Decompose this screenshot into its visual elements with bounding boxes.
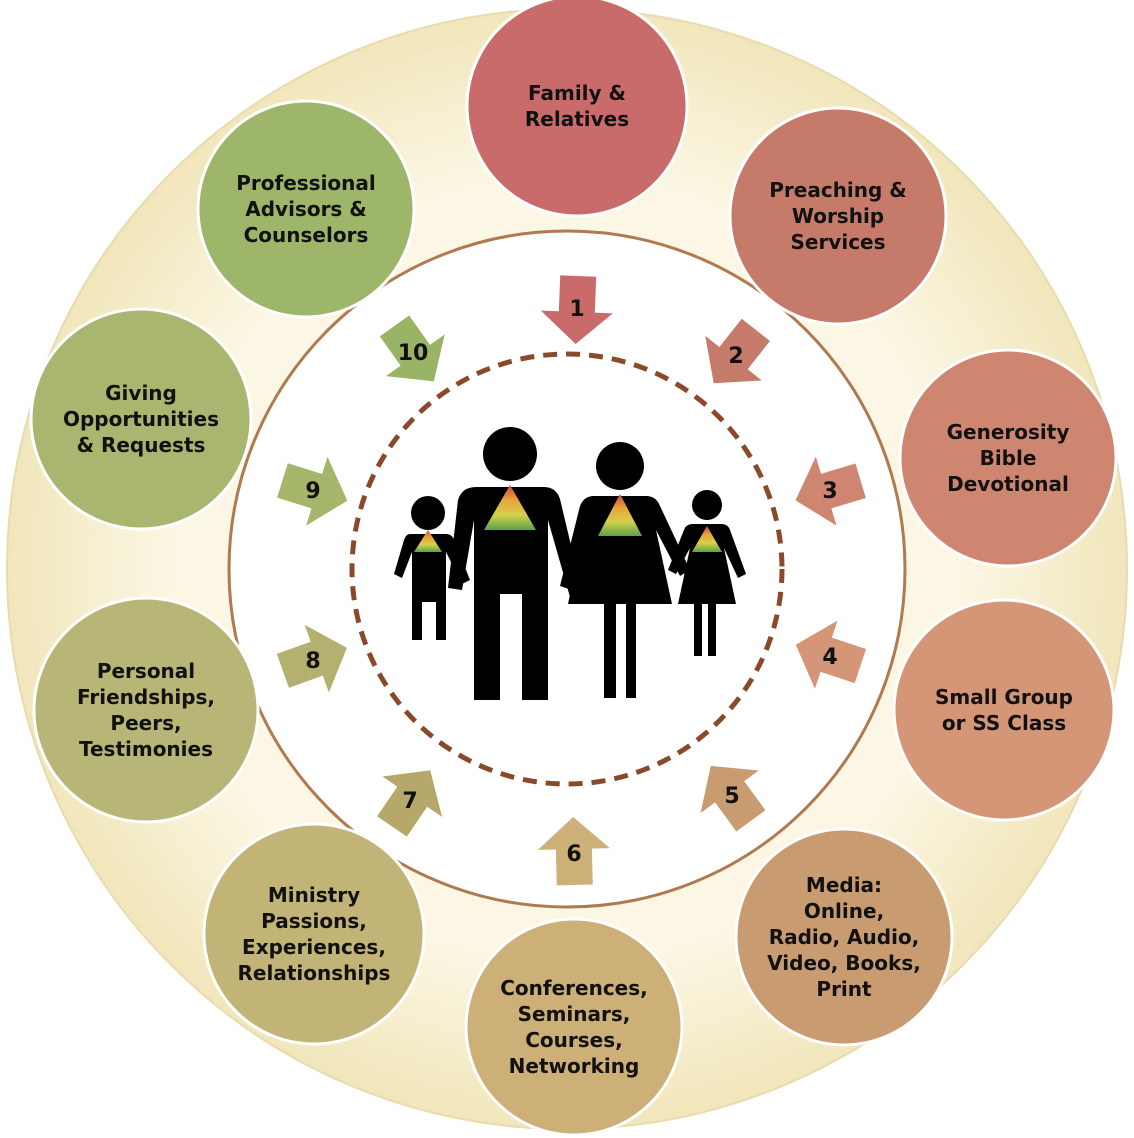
- arrow-shape: [537, 817, 610, 886]
- node-circle: [734, 827, 954, 1047]
- node-circle: [728, 106, 948, 326]
- arrow-number: 1: [569, 297, 584, 322]
- node-6: Conferences,Seminars,Courses,Networking: [464, 917, 684, 1137]
- node-label-line: Devotional: [947, 472, 1069, 496]
- node-circle: [898, 348, 1118, 568]
- arrow-shape: [377, 770, 443, 837]
- arrow-number: 7: [402, 789, 417, 814]
- node-label-line: Worship: [792, 204, 884, 228]
- node-circle: [32, 596, 260, 824]
- node-label-line: Video, Books,: [767, 951, 921, 975]
- arrow-7: 7: [377, 770, 443, 837]
- node-label-line: Seminars,: [518, 1002, 631, 1026]
- node-label-line: Personal: [97, 659, 195, 683]
- arrow-1: 1: [540, 275, 613, 344]
- node-circle: [196, 99, 416, 319]
- arrow-shape: [705, 318, 770, 384]
- node-label-line: Services: [790, 230, 885, 254]
- node-label-line: & Requests: [77, 433, 206, 457]
- arrow-shape: [276, 624, 347, 693]
- node-label-line: Networking: [509, 1054, 640, 1078]
- node-label-line: Experiences,: [242, 935, 386, 959]
- node-label-line: Preaching &: [769, 178, 907, 202]
- node-label-line: Giving: [105, 381, 177, 405]
- arrow-shape: [795, 620, 867, 689]
- girl-figure: [668, 490, 746, 656]
- arrow-8: 8: [276, 624, 347, 693]
- node-label-line: Professional: [236, 171, 376, 195]
- arrow-4: 4: [795, 620, 867, 689]
- arrow-shape: [379, 315, 445, 382]
- boy-figure: [394, 496, 470, 640]
- arrow-number: 5: [724, 784, 739, 809]
- node-label-line: Friendships,: [77, 685, 215, 709]
- node-label-line: Relationships: [238, 961, 391, 985]
- arrow-shape: [540, 275, 613, 344]
- influence-arrows: 1 2 3 4 5 6 7 8 9 10: [276, 275, 867, 886]
- arrow-shape: [277, 456, 348, 526]
- node-circle: [202, 822, 426, 1046]
- node-5: Media:Online,Radio, Audio,Video, Books,P…: [734, 827, 954, 1047]
- node-label-line: Relatives: [525, 107, 629, 131]
- node-circle: [892, 598, 1116, 822]
- arrow-6: 6: [537, 817, 610, 886]
- center-dashed-circle: [349, 351, 785, 787]
- node-label-line: Counselors: [244, 223, 369, 247]
- node-label-line: Family &: [528, 81, 626, 105]
- node-label-line: Peers,: [110, 711, 181, 735]
- arrow-3: 3: [795, 456, 866, 526]
- arrow-5: 5: [700, 765, 766, 832]
- node-label-line: Generosity: [947, 420, 1070, 444]
- node-label-line: Advisors &: [245, 197, 367, 221]
- arrow-number: 8: [305, 649, 320, 674]
- arrow-10: 10: [379, 315, 445, 382]
- node-label-line: or SS Class: [942, 711, 1066, 735]
- node-circle: [29, 307, 253, 531]
- node-label-line: Opportunities: [63, 407, 219, 431]
- arrow-number: 3: [822, 479, 837, 504]
- node-label-line: Testimonies: [79, 737, 213, 761]
- node-label-line: Conferences,: [500, 976, 648, 1000]
- node-circle: [465, 0, 689, 218]
- arrow-9: 9: [277, 456, 348, 526]
- arrow-shape: [795, 456, 866, 526]
- node-label-line: Print: [816, 977, 872, 1001]
- node-label-line: Ministry: [268, 883, 360, 907]
- node-label-line: Radio, Audio,: [769, 925, 920, 949]
- node-7: MinistryPassions,Experiences,Relationshi…: [202, 822, 426, 1046]
- node-1: Family &Relatives: [465, 0, 689, 218]
- woman-figure: [560, 442, 690, 698]
- arrow-number: 6: [566, 842, 581, 867]
- node-label-line: Small Group: [935, 685, 1073, 709]
- node-circle: [464, 917, 684, 1137]
- node-label-line: Bible: [980, 446, 1037, 470]
- arrow-number: 2: [728, 344, 743, 369]
- arrow-number: 10: [398, 341, 429, 366]
- family-icon: [394, 427, 746, 700]
- arrow-number: 9: [305, 479, 320, 504]
- node-label-line: Courses,: [525, 1028, 623, 1052]
- man-figure: [448, 427, 584, 700]
- arrow-shape: [700, 765, 766, 832]
- node-label-line: Passions,: [261, 909, 367, 933]
- arrow-2: 2: [705, 318, 770, 384]
- node-label-line: Online,: [804, 899, 884, 923]
- node-label-line: Media:: [806, 873, 882, 897]
- arrow-number: 4: [822, 645, 837, 670]
